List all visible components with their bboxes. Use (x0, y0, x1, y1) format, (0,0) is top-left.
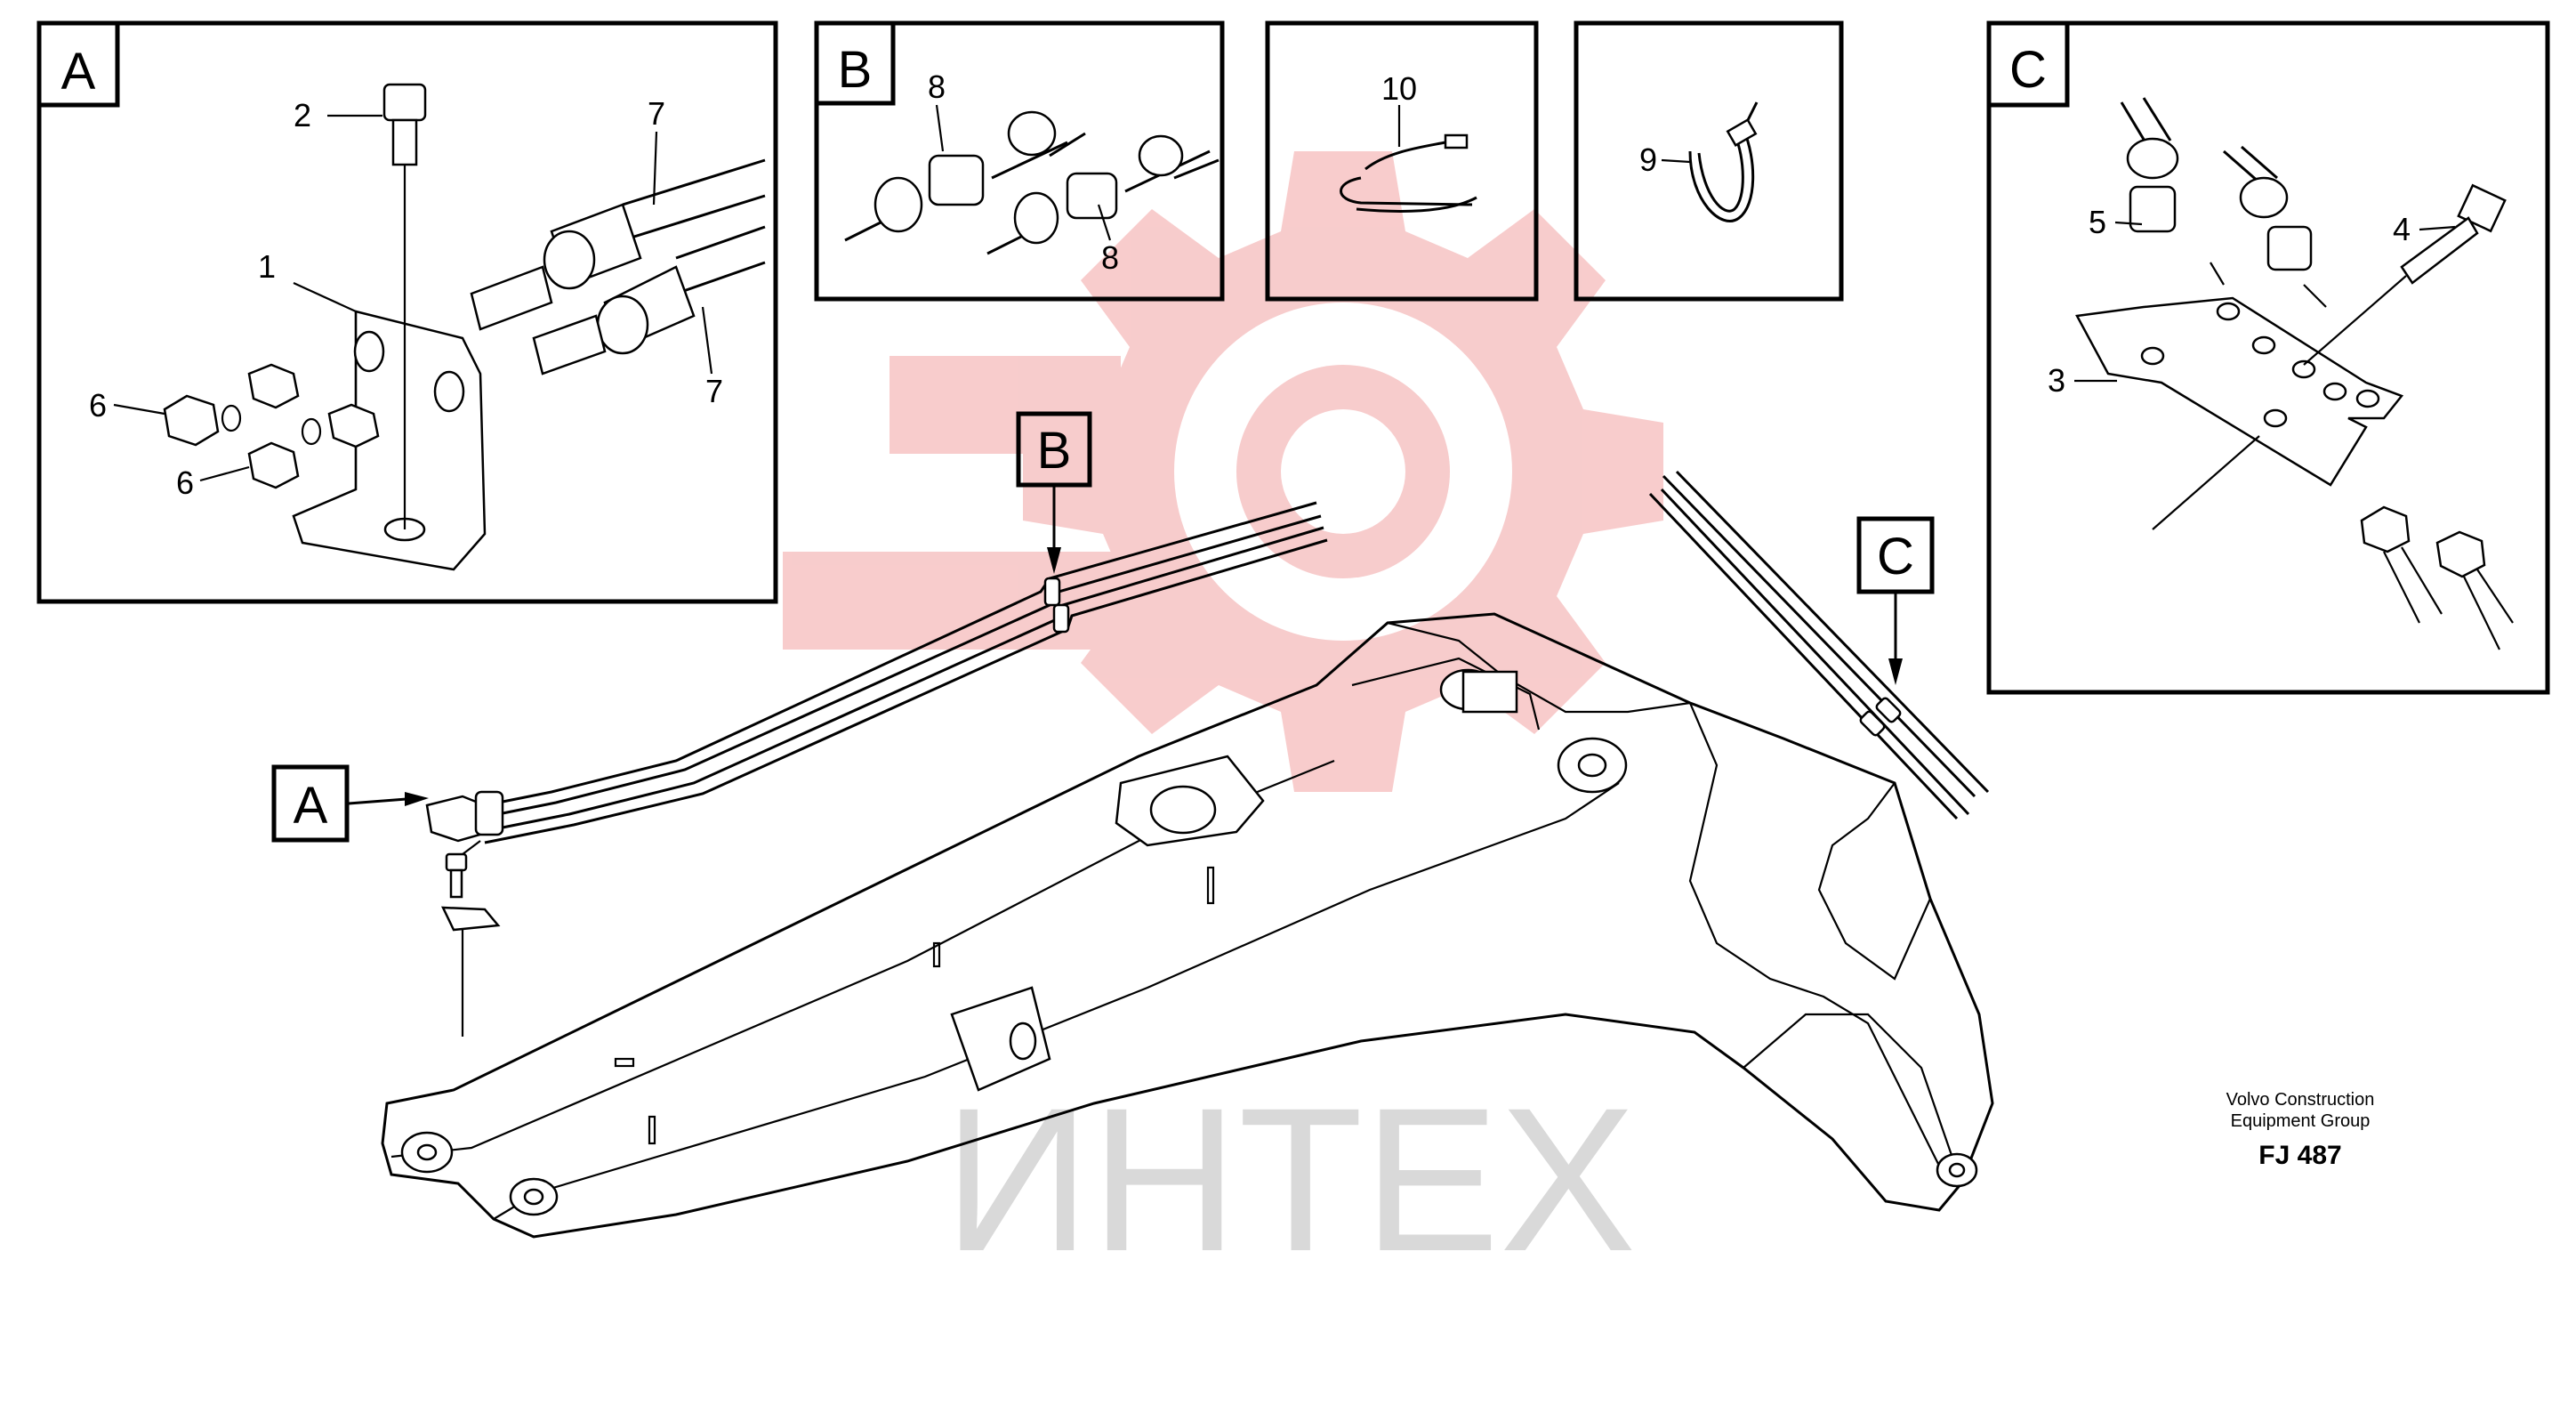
marker-b: B (1016, 411, 1092, 574)
watermark-text: ИНТЕХ (944, 1065, 1637, 1294)
bracket-c-part (2075, 296, 2404, 487)
callout-6-upper: 6 (89, 387, 107, 424)
bolt-part (382, 83, 427, 529)
callout-7-upper: 7 (648, 95, 665, 132)
detail-panel-b: B 8 8 (814, 20, 1225, 302)
callout-6-lower: 6 (176, 464, 194, 501)
bolt-c-part (2303, 183, 2507, 366)
figure-code: FJ 487 (2258, 1141, 2341, 1170)
hose-fittings (470, 158, 766, 375)
hydraulic-lines (425, 470, 1990, 1037)
callout-3: 3 (2048, 362, 2065, 399)
panel-b-tag: B (838, 41, 873, 99)
marker-a: A (271, 764, 429, 843)
marker-a-label: A (294, 777, 328, 835)
nut-parts (163, 363, 380, 489)
callout-8-lower: 8 (1101, 239, 1119, 276)
marker-b-label: B (1037, 422, 1072, 480)
marker-c: C (1856, 516, 1935, 685)
callout-9: 9 (1639, 141, 1657, 178)
connector-parts (844, 110, 1220, 255)
callout-8-upper: 8 (928, 69, 946, 105)
callout-10: 10 (1381, 70, 1417, 107)
nuts-c-parts (2152, 435, 2514, 650)
footer-block: Volvo Construction Equipment Group FJ 48… (2226, 1090, 2375, 1170)
detail-panel-tie-clamp: 10 (1265, 20, 1539, 302)
company-name-line1: Volvo Construction (2226, 1090, 2375, 1110)
company-name-line2: Equipment Group (2231, 1111, 2371, 1131)
callout-1: 1 (258, 248, 276, 285)
boom-assembly (381, 612, 1994, 1239)
fittings-c-parts (2120, 97, 2327, 308)
detail-panel-c: C (1986, 20, 2550, 695)
callout-7-lower: 7 (705, 373, 723, 409)
marker-c-label: C (1877, 528, 1914, 585)
callout-4: 4 (2393, 211, 2411, 247)
bracket-part (292, 310, 487, 571)
panel-c-tag: C (2009, 41, 2047, 99)
callout-2: 2 (294, 97, 311, 133)
detail-panel-a: A (36, 20, 778, 604)
callout-5: 5 (2089, 204, 2106, 240)
panel-a-tag: A (61, 43, 96, 101)
detail-panel-cable-tie: 9 (1574, 20, 1844, 302)
